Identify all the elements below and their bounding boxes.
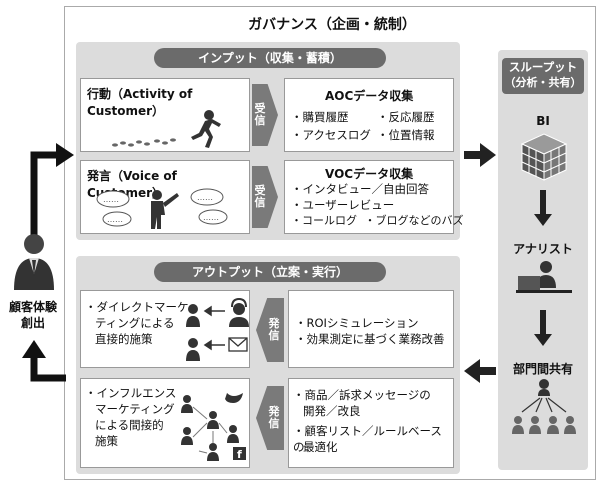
product-item: ・顧客リスト／ルールベースの [293, 424, 442, 454]
roi-item: ・ROIシミュレーション [295, 316, 419, 330]
throughput-panel [498, 50, 588, 470]
voice-person-icon: …… …… …… …… [96, 188, 228, 229]
voice-card: 発言（Voice of Customer） ………… ………… [80, 160, 250, 234]
share-label: 部門間共有 [512, 362, 573, 376]
voc-item: ・ブログなどのバズ [364, 214, 464, 227]
svg-text:……: …… [107, 215, 123, 224]
indirect-line: 施策 [95, 434, 118, 448]
direct-marketing-card: ・ダイレクトマーケ ティングによる 直接的施策 [80, 290, 250, 368]
voc-items-row: ・コールログ ・ブログなどのバズ [291, 213, 464, 229]
analyst-icon [516, 261, 572, 293]
aoc-item: ・位置情報 [377, 128, 435, 142]
voc-item: ・コールログ [291, 214, 357, 227]
direct-line: ・ダイレクトマーケ [85, 300, 189, 314]
roi-card: ・ROIシミュレーション ・効果測定に基づく業務改善 [288, 290, 454, 368]
voc-item: ・インタビュー／自由回答 [291, 182, 429, 196]
activity-title: 行動（Activity of Customer） [87, 87, 193, 118]
aoc-card: AOCデータ収集 ・購買履歴 ・反応履歴 ・アクセスログ ・位置情報 [284, 78, 454, 152]
direct-line: ティングによる [95, 316, 175, 330]
governance-title: ガバナンス（企画・統制） [248, 17, 416, 33]
svg-text:……: …… [203, 213, 219, 222]
voc-card: VOCデータ収集 ・インタビュー／自由回答 ・ユーザーレビュー ・コールログ ・… [284, 160, 464, 234]
analyst-label: アナリスト [513, 242, 573, 256]
department-share-icon [512, 379, 576, 434]
customer-label-line2: 創出 [20, 316, 45, 330]
customer-icon [14, 234, 54, 290]
aoc-title: AOCデータ収集 [325, 89, 414, 103]
analyst-to-share-arrow [534, 310, 552, 346]
svg-text:f: f [237, 448, 242, 461]
receive-label-2: 受信 [254, 184, 266, 209]
product-card: ・商品／訴求メッセージの 開発／改良 ・顧客リスト／ルールベースの 最適化 [288, 378, 454, 468]
direct-contact-icons [186, 297, 249, 361]
customer-loop-arrows [22, 143, 74, 382]
throughput-title-line1: スループット [508, 60, 578, 74]
customer-label-line1: 顧客体験 [8, 300, 57, 314]
product-item: 最適化 [303, 440, 338, 454]
svg-text:……: …… [103, 195, 119, 204]
bi-label: BI [536, 114, 550, 128]
voc-item: ・ユーザーレビュー [291, 198, 395, 212]
running-person-icon [112, 110, 221, 148]
bi-cube-icon [520, 133, 568, 181]
indirect-line: マーケティング [95, 402, 175, 416]
indirect-line: ・インフルエンス [85, 386, 177, 400]
output-header: アウトプット（立案・実行） [154, 262, 386, 282]
influence-marketing-card: ・インフルエンス マーケティング による間接的 施策 f [80, 378, 250, 468]
throughput-header [502, 58, 584, 94]
roi-item: ・効果測定に基づく業務改善 [295, 332, 445, 346]
input-to-throughput-arrow [464, 143, 496, 167]
product-item: 開発／改良 [303, 404, 361, 418]
aoc-item: ・反応履歴 [377, 110, 435, 124]
throughput-to-output-arrow [464, 359, 496, 383]
activity-card: 行動（Activity of Customer） [80, 78, 250, 152]
influencer-network-icons: f [181, 393, 246, 461]
bi-to-analyst-arrow [534, 190, 552, 226]
aoc-item: ・購買履歴 [291, 110, 349, 124]
receive-label-1: 受信 [254, 102, 266, 127]
svg-text:……: …… [197, 193, 213, 202]
direct-line: 直接的施策 [95, 332, 153, 346]
send-label-1: 発信 [268, 317, 280, 342]
product-item: ・商品／訴求メッセージの [293, 388, 431, 402]
indirect-line: による間接的 [95, 418, 164, 432]
throughput-title-line2: （分析・共有） [504, 76, 582, 89]
input-header: インプット（収集・蓄積） [154, 48, 386, 68]
voc-title: VOCデータ収集 [325, 167, 414, 181]
send-label-2: 発信 [268, 405, 280, 430]
aoc-item: ・アクセスログ [291, 128, 371, 142]
